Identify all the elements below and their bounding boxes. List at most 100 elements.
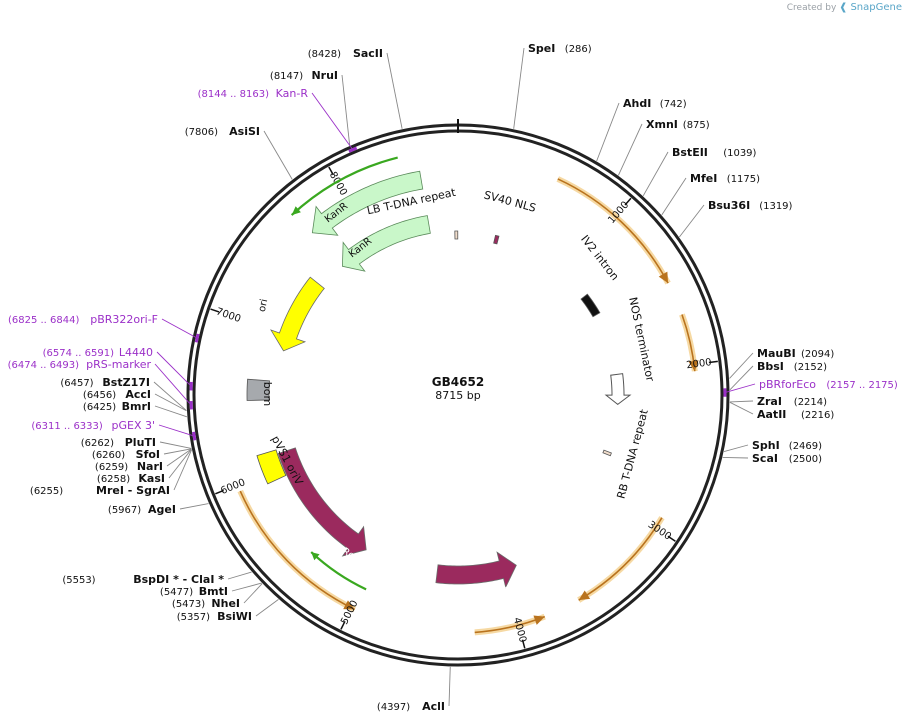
enzyme-mrei-sgrai-pos: (6255) [30,486,63,497]
enzyme-bspdi-clai-pos: (5553) [62,575,95,586]
enzyme-mrei-sgrai-leader [173,449,192,491]
enzyme-zrai-pos: (2214) [794,397,827,408]
credit-brand: SnapGene [850,2,902,13]
orf-head-1 [688,360,699,372]
enzyme-sacii-pos: (8428) [308,49,341,60]
orf-head-3 [533,615,545,625]
primer-kan-r-range: (8144 .. 8163) [198,89,270,100]
feature-rb-t-dna-repeat [602,449,612,457]
enzyme-aatii-name: AatII [757,408,786,421]
enzyme-bmri-name: BmrI [122,400,151,413]
enzyme-sphi-pos: (2469) [789,441,822,452]
feature-label-ori: ori [257,298,270,313]
enzyme-mfei-name: MfeI [690,172,717,185]
primer-l4440-name: L4440 [119,346,153,359]
enzyme-bmti-name: BmtI [199,585,228,598]
enzyme-scai-name: ScaI [752,452,778,465]
green-line-head-0 [291,206,301,216]
enzyme-spei-name: SpeI [528,42,555,55]
enzyme-sacii-name: SacII [353,47,383,60]
feature-iv2-intron [580,293,601,318]
primer-prs-marker-name: pRS-marker [86,358,151,371]
feature-label-rb-tdna: RB T-DNA repeat [614,407,651,500]
enzyme-xmni-leader [618,123,643,176]
enzyme-bstz17i-leader [153,381,187,411]
tick-3000 [667,535,676,542]
orf-head-4 [343,600,355,610]
enzyme-sphi-leader [723,444,749,452]
feature-nos-terminator [604,373,632,405]
primer-kan-r-leader [311,92,354,150]
enzyme-nhei-pos: (5473) [172,599,205,610]
enzyme-nari-leader [166,448,192,467]
enzyme-bbsi-name: BbsI [757,360,784,373]
enzyme-acli-leader [448,666,451,707]
enzyme-nari-name: NarI [137,460,163,473]
enzyme-mrei-sgrai-name: MreI - SgrAI [96,484,170,497]
enzyme-bsteii-pos: (1039) [723,148,756,159]
enzyme-spei-leader [513,47,525,129]
snapgene-logo-icon: ❰ [839,2,848,13]
primer-pgex-3-name: pGEX 3' [111,419,155,432]
enzyme-bmti-pos: (5477) [160,587,193,598]
primer-pbr322ori-f-mark [194,333,200,343]
enzyme-acci-name: AccI [125,388,151,401]
primer-pbrforeco-range: (2157 .. 2175) [826,380,898,391]
primer-pbr322ori-f-range: (6825 .. 6844) [8,315,80,326]
tick-5000 [340,621,346,630]
enzyme-acci-leader [154,393,187,412]
enzyme-xmni-name: XmnI [646,118,678,131]
tick-label-2000: 2000 [686,357,713,371]
primer-pbrforeco-name: pBRforEco [759,378,816,391]
primer-l4440-leader [156,351,192,387]
enzyme-pluti-leader [159,441,192,449]
feature-kanr-inner [341,215,431,272]
enzyme-bbsi-leader [729,365,754,391]
green-line-0 [290,156,398,216]
enzyme-bstz17i-name: BstZ17I [102,376,150,389]
enzyme-mfei-pos: (1175) [727,174,760,185]
tick-8000 [328,166,334,176]
enzyme-asisi-leader [263,130,293,180]
orf-arc-2 [578,517,663,601]
primer-pbrforeco-leader [724,383,756,393]
primer-pgex-3-leader [158,424,195,437]
tick-1000 [624,197,632,206]
enzyme-kasi-name: KasI [138,472,165,485]
orf-head-2 [578,590,591,601]
enzyme-sfoi-name: SfoI [136,448,160,461]
enzyme-bsteii-leader [642,151,669,197]
enzyme-bsiwi-leader [255,599,279,617]
enzyme-maubi-leader [729,352,754,379]
tick-label-7000: 7000 [214,306,242,325]
primer-pgex-3-range: (6311 .. 6333) [31,421,103,432]
enzyme-aatii-pos: (2216) [801,410,834,421]
enzyme-acli-name: AclI [422,700,445,713]
plasmid-length: 8715 bp [435,389,480,402]
enzyme-bmri-leader [154,405,188,418]
enzyme-bsiwi-pos: (5357) [177,612,210,623]
enzyme-agei-pos: (5967) [108,505,141,516]
enzyme-xmni-pos: (875) [683,120,710,131]
enzyme-bmti-leader [231,582,262,592]
enzyme-acci-pos: (6456) [83,390,116,401]
enzyme-layer: SpeI(286)AhdI(742)XmnI(875)BstEII(1039)M… [30,42,834,713]
enzyme-sfoi-leader [163,448,192,455]
enzyme-sfoi-pos: (6260) [92,450,125,461]
feature-kanr-outer [311,170,424,236]
orf-arc-0 [557,178,669,284]
enzyme-ahdi-name: AhdI [623,97,651,110]
feature-lb-t-dna-repeat [454,230,459,240]
enzyme-bsu36i-pos: (1319) [759,201,792,212]
primer-l4440-range: (6574 .. 6591) [43,348,115,359]
green-line-head-1 [311,552,320,561]
enzyme-bstz17i-pos: (6457) [60,378,93,389]
enzyme-nhei-leader [243,583,263,604]
enzyme-agei-leader [179,503,209,510]
enzyme-bsteii-name: BstEII [672,146,708,159]
feature-pvs1-repa [277,447,367,557]
primer-layer: pBRforEco (2157 .. 2175) pGEX 3' (6311 .. 6… [8,87,898,441]
enzyme-asisi-name: AsiSI [229,125,260,138]
enzyme-mfei-leader [661,177,687,216]
